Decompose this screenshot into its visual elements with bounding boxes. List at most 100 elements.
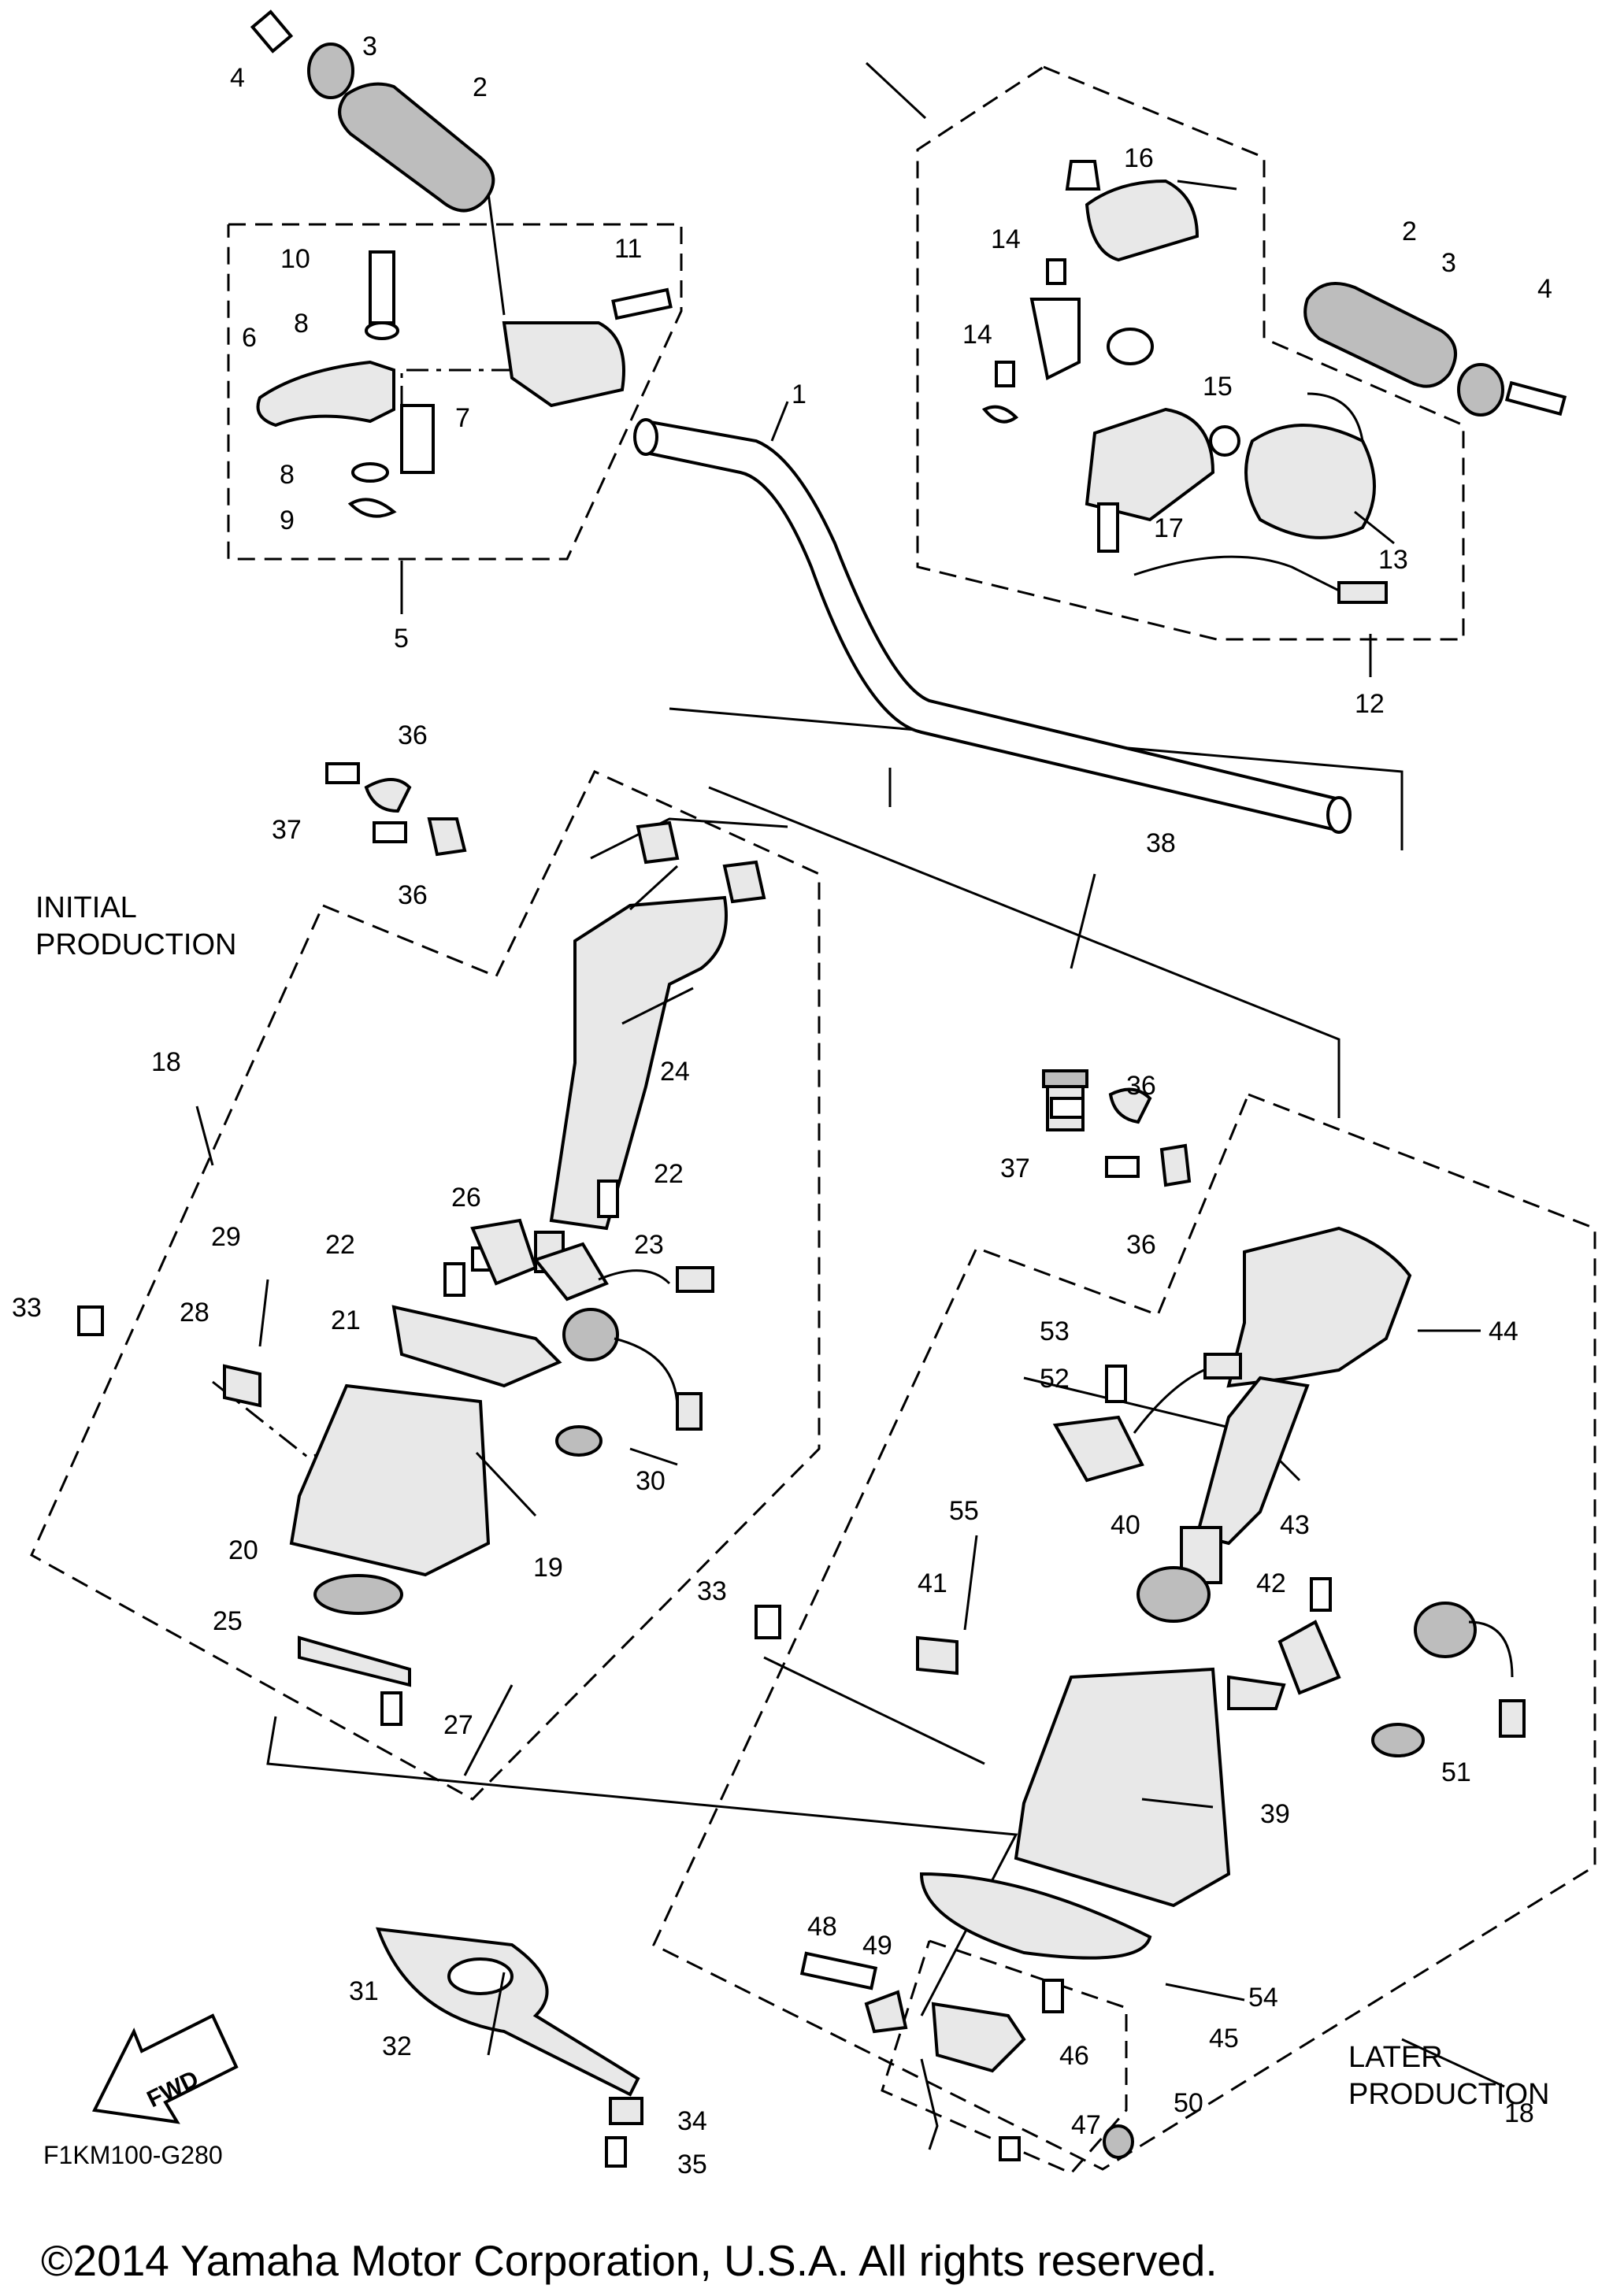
label-part-22-top: 22 [654,1159,684,1189]
label-part-3-right: 3 [1441,248,1456,278]
clip-49 [864,1990,908,2034]
label-part-40: 40 [1111,1510,1140,1540]
label-part-20: 20 [228,1535,258,1565]
label-part-37-right: 37 [1000,1154,1030,1183]
leader-16 [865,61,927,120]
screw-17 [1097,502,1119,553]
label-part-35: 35 [677,2150,707,2179]
label-part-27: 27 [443,1710,473,1740]
label-part-29: 29 [211,1222,241,1252]
label-part-43: 43 [1280,1510,1310,1540]
switch-cover-13 [1244,424,1376,539]
label-part-55: 55 [949,1496,979,1526]
label-part-18-right: 18 [1504,2098,1534,2128]
clamp-36-top-left [364,778,412,813]
diagram-code: F1KM100-G280 [43,2141,223,2169]
lever-housing [502,321,625,408]
washer-8-top [365,321,399,340]
bolt-37-lower-left [373,821,407,843]
clip-41 [916,1635,959,1676]
clip-34 [609,2097,643,2125]
sensor-51-connector [1499,1699,1526,1738]
leader-13 [1354,510,1395,545]
note-initial-production-line1: INITIAL [35,891,137,924]
clamp-36-lower-left [427,817,467,857]
label-part-31: 31 [349,1976,379,2006]
sensor-30-connector [676,1392,703,1431]
bolt-37-top-left [325,762,360,784]
label-part-49: 49 [862,1931,892,1961]
left-grip-screw [250,9,294,54]
screw-43 [1310,1577,1332,1612]
screw-14-bottom [995,361,1015,387]
plate-21 [391,1305,562,1388]
spring-7 [400,404,435,474]
label-part-37-left: 37 [272,815,302,845]
switch-spring [1107,328,1154,365]
label-part-9: 9 [280,505,295,535]
leader-24 [621,987,694,1025]
label-part-25: 25 [213,1606,243,1636]
sensor-51-lead [1468,1620,1514,1678]
note-initial-production-line2: PRODUCTION [35,928,236,961]
lever-6 [256,360,395,428]
bolt-27 [380,1691,402,1726]
leader-1 [770,401,789,442]
plate-25 [298,1635,411,1687]
label-part-36-lower-left: 36 [398,880,428,910]
right-grip-end-cap [1457,363,1504,417]
label-part-1: 1 [792,380,806,409]
column-shaft-44 [1195,1376,1310,1546]
label-part-10: 10 [280,244,310,274]
label-part-30: 30 [636,1466,666,1496]
leader-27 [463,1684,514,1776]
clamp-post-right [722,860,766,904]
leader-30 [629,1447,678,1466]
leader-19 [475,1451,537,1517]
label-part-33-right: 33 [697,1576,727,1606]
bracket-31 [376,1927,640,2097]
bolt-22-left [443,1262,465,1297]
label-part-45: 45 [1209,2024,1239,2053]
column-housing-19 [289,1383,491,1577]
grommet-15 [1209,425,1240,457]
bolt-33-left [77,1305,104,1336]
fwd-arrow [91,2013,239,2124]
label-part-6: 6 [242,323,257,353]
left-grip-end-cap [307,43,354,99]
label-part-15: 15 [1203,372,1233,402]
label-part-48: 48 [807,1912,837,1942]
sensor-23-lead [598,1269,671,1285]
label-part-4-right: 4 [1537,274,1552,304]
switch-wire-top [1177,180,1237,191]
note-later-production-line1: LATER [1348,2041,1443,2074]
label-part-12: 12 [1355,689,1385,719]
label-part-21: 21 [331,1305,361,1335]
nut-50 [1103,2124,1134,2159]
leader-39 [1141,1798,1214,1809]
sensor-30-lead [614,1337,679,1410]
copyright-notice: ©2014 Yamaha Motor Corporation, U.S.A. A… [41,2236,1218,2285]
leader-group5 [400,368,599,409]
gasket-54 [919,1872,1152,1960]
bolt-37-lower-right [1105,1156,1140,1178]
leader-36-mid [629,865,679,911]
bracket-right-top [708,786,1340,1118]
label-part-3-left: 3 [362,31,377,61]
leader-33-right [763,1656,985,1765]
label-part-36-top-left: 36 [398,720,428,750]
washer-8-bottom [351,462,389,483]
steering-column-44 [1226,1226,1412,1388]
label-part-19: 19 [533,1553,563,1583]
group-18-initial-outline [30,770,821,1801]
label-part-54: 54 [1248,1983,1278,2013]
switch-lead [1133,555,1355,600]
group-12-outline [916,65,1465,641]
bolt-33-right [755,1605,781,1639]
label-part-47: 47 [1071,2110,1101,2140]
sensor-52 [1052,1415,1144,1483]
sensor-bracket [470,1218,538,1286]
bearing-51 [1371,1723,1425,1757]
